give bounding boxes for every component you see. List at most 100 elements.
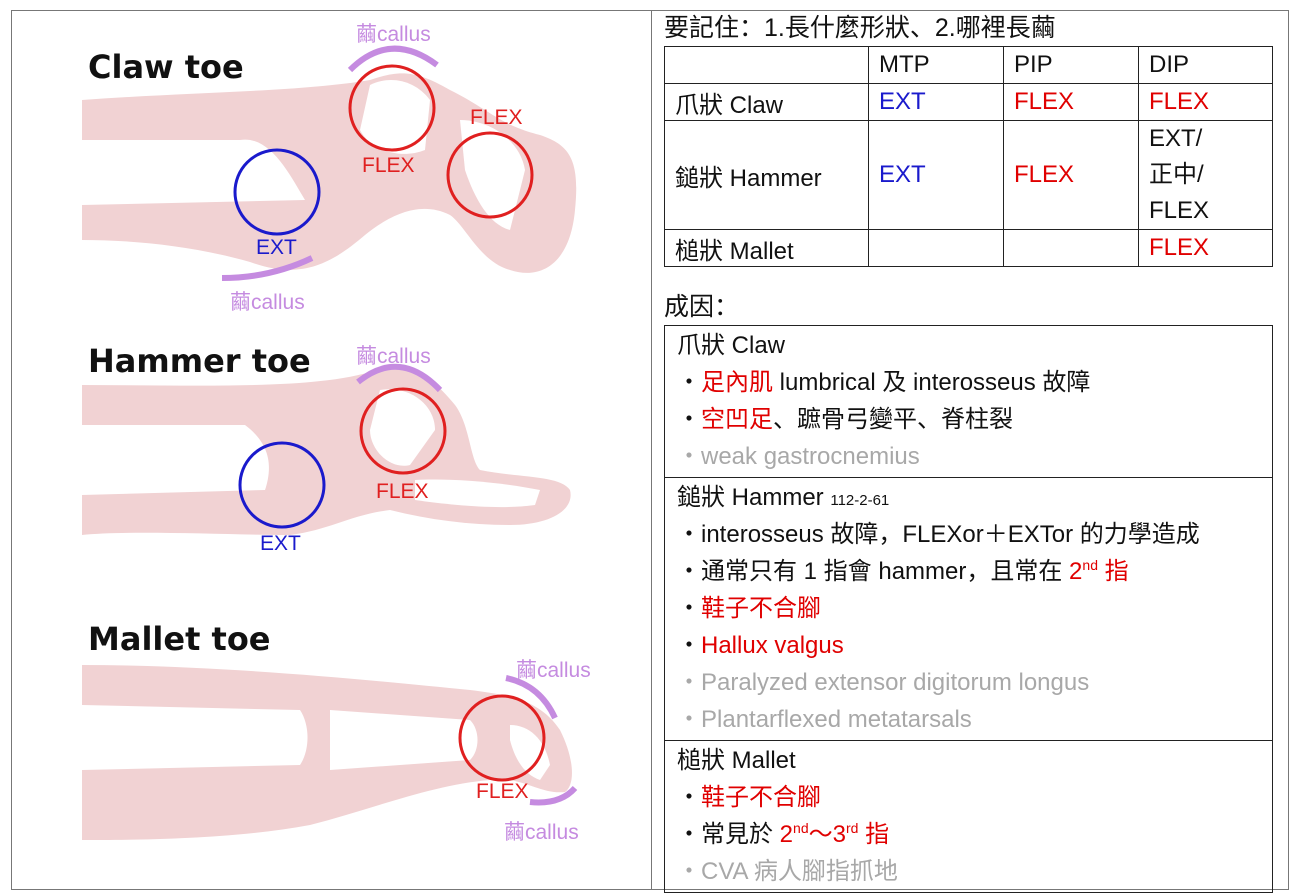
table-row: 爪狀 Claw EXT FLEX FLEX: [664, 83, 1273, 121]
list-item: ・Plantarflexed metatarsals: [677, 701, 1262, 738]
item-text: 通常只有 1 指會 hammer，且常在: [701, 558, 1070, 585]
ordinal-suffix: rd: [845, 820, 859, 836]
mallet-callus-top-label: 繭callus: [516, 659, 591, 682]
mallet-toe-bone-2: [330, 710, 478, 770]
hammer-ext-mtp-label: EXT: [260, 532, 301, 555]
table-header-cell: MTP: [868, 46, 1004, 84]
claw-flex-dip-label: FLEX: [470, 106, 523, 129]
column-divider: [651, 10, 652, 890]
causes-box: 爪狀 Claw ・足內肌 lumbrical 及 interosseus 故障 …: [664, 325, 1273, 893]
bullet: ・: [677, 558, 701, 585]
mallet-callus-bottom-arc: [529, 785, 578, 806]
section-title: 爪狀 Claw: [677, 332, 786, 359]
highlight-text: 鞋子不合腳: [701, 595, 821, 622]
item-text: lumbrical 及 interosseus 故障: [773, 369, 1091, 396]
exam-reference: 112-2-61: [830, 492, 890, 509]
list-item: ・通常只有 1 指會 hammer，且常在 2nd 指: [677, 553, 1262, 590]
dip-line: EXT/: [1149, 125, 1203, 152]
page-frame: [11, 10, 1289, 890]
bullet: ・: [677, 669, 701, 696]
item-text: 常見於: [701, 821, 780, 848]
hammer-flex-pip-label: FLEX: [376, 480, 429, 503]
claw-callus-bottom-label: 繭callus: [230, 291, 305, 314]
notes-column: 要記住：1.長什麼形狀、2.哪裡長繭 MTP PIP DIP 爪狀 Claw E…: [664, 10, 1276, 893]
bullet: ・: [677, 632, 701, 659]
claw-ext-mtp-label: EXT: [256, 236, 297, 259]
hammer-toe-title: Hammer toe: [88, 342, 311, 380]
pip-cell: [1003, 229, 1139, 267]
claw-pip-circle: [348, 64, 436, 152]
section-title: 槌狀 Mallet: [677, 747, 796, 774]
ordinal-suffix: nd: [793, 820, 809, 836]
bullet: ・: [677, 821, 701, 848]
mallet-toe-bone: [82, 705, 308, 770]
pip-cell: FLEX: [1003, 83, 1139, 121]
highlight-text: 鞋子不合腳: [701, 784, 821, 811]
row-label: 爪狀 Claw: [664, 83, 869, 121]
ordinal-suffix: nd: [1082, 557, 1098, 573]
bullet: ・: [677, 443, 701, 470]
hammer-causes-section: 鎚狀 Hammer 112-2-61 ・interosseus 故障，FLEXo…: [665, 477, 1272, 740]
hammer-toe-illustration: [82, 363, 571, 535]
joint-position-table: MTP PIP DIP 爪狀 Claw EXT FLEX FLEX 鎚狀 Ham…: [664, 46, 1273, 267]
claw-toe-bone-2: [360, 80, 430, 154]
claw-callus-bottom-arc: [221, 255, 314, 281]
highlight-text: Hallux valgus: [701, 632, 844, 659]
mallet-flex-dip-label: FLEX: [476, 780, 529, 803]
dip-cell: FLEX: [1138, 83, 1273, 121]
mallet-dip-circle: [458, 694, 546, 782]
bullet: ・: [677, 784, 701, 811]
highlight-text: 指: [1097, 558, 1129, 585]
mallet-toe-illustration: [82, 665, 578, 840]
section-title-text: 鎚狀 Hammer: [677, 484, 824, 511]
highlight-text: 空凹足: [701, 406, 773, 433]
mtp-cell: [868, 229, 1004, 267]
mallet-toe-figure: Mallet toe 繭callus FLEX 繭callus: [70, 610, 630, 860]
mallet-callus-top-arc: [505, 675, 558, 720]
hammer-pip-circle: [359, 387, 447, 475]
hammer-toe-figure: Hammer toe 繭callus FLEX EXT: [70, 330, 630, 570]
remember-heading: 要記住：1.長什麼形狀、2.哪裡長繭: [664, 14, 1056, 42]
highlight-text: 2: [1069, 558, 1083, 585]
claw-callus-top-label: 繭callus: [356, 23, 431, 46]
list-item: ・CVA 病人腳指抓地: [677, 853, 1262, 890]
bullet: ・: [677, 706, 701, 733]
mallet-toe-title: Mallet toe: [88, 620, 271, 658]
table-header-cell: DIP: [1138, 46, 1273, 84]
item-text: weak gastrocnemius: [701, 443, 920, 470]
claw-dip-circle: [446, 131, 534, 219]
highlight-text: 足內肌: [701, 369, 773, 396]
claw-mtp-circle: [233, 148, 321, 236]
claw-callus-top-arc: [347, 45, 439, 73]
list-item: ・鞋子不合腳: [677, 779, 1262, 816]
hammer-toe-bone-2: [370, 389, 435, 466]
item-text: CVA 病人腳指抓地: [701, 858, 898, 885]
list-item: ・鞋子不合腳: [677, 590, 1262, 627]
row-label: 鎚狀 Hammer: [664, 120, 869, 230]
row-label: 槌狀 Mallet: [664, 229, 869, 267]
mallet-causes-section: 槌狀 Mallet ・鞋子不合腳 ・常見於 2nd～3rd 指 ・CVA 病人腳…: [665, 740, 1272, 892]
item-text: interosseus 故障，FLEXor＋EXTor 的力學造成: [701, 521, 1200, 548]
mtp-cell: EXT: [868, 83, 1004, 121]
item-text: Paralyzed extensor digitorum longus: [701, 669, 1090, 696]
table-header-cell: [664, 46, 869, 84]
claw-toe-illustration: [82, 45, 577, 281]
bullet: ・: [677, 369, 701, 396]
list-item: ・Hallux valgus: [677, 627, 1262, 664]
highlight-text: ～: [808, 821, 833, 848]
highlight-text: 2: [779, 821, 794, 848]
list-item: ・空凹足、蹠骨弓變平、脊柱裂: [677, 401, 1262, 438]
hammer-callus-top-label: 繭callus: [356, 345, 431, 368]
mallet-toe-bone-3: [510, 725, 550, 780]
causes-heading: 成因：: [664, 293, 740, 321]
hammer-mtp-circle: [238, 441, 326, 529]
mallet-callus-bottom-label: 繭callus: [504, 821, 579, 844]
dip-cell: EXT/ 正中/ FLEX: [1138, 120, 1273, 230]
item-text: 、蹠骨弓變平、脊柱裂: [773, 406, 1013, 433]
claw-toe-bone: [82, 139, 305, 205]
claw-toe-title: Claw toe: [88, 48, 244, 86]
table-row: 鎚狀 Hammer EXT FLEX EXT/ 正中/ FLEX: [664, 120, 1273, 230]
hammer-toe-bone: [82, 425, 269, 495]
list-item: ・interosseus 故障，FLEXor＋EXTor 的力學造成: [677, 516, 1262, 553]
pip-cell: FLEX: [1003, 120, 1139, 230]
